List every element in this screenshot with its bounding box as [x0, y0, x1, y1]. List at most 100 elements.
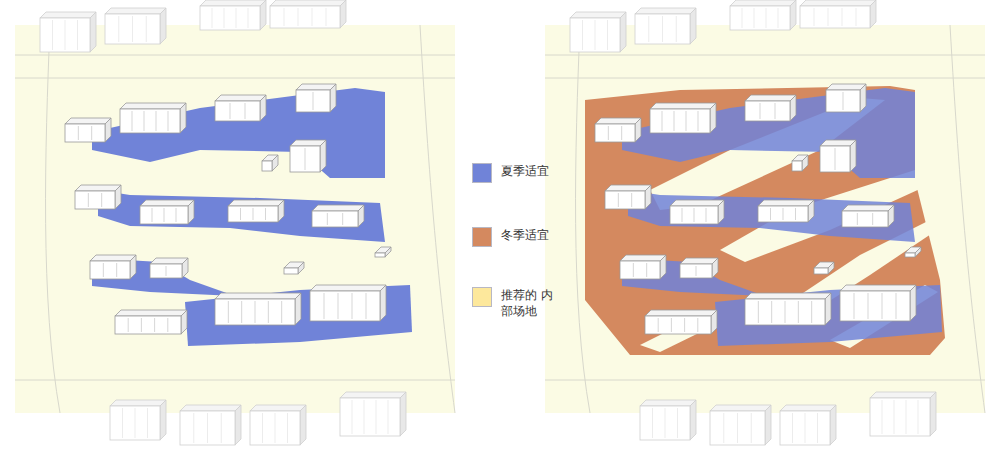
building-side: [160, 400, 166, 440]
building: [310, 291, 380, 321]
building-roof: [780, 405, 836, 411]
building-side: [910, 285, 916, 321]
building-side: [105, 118, 111, 142]
building: [120, 109, 180, 133]
building: [820, 146, 850, 172]
building-line: [141, 318, 142, 332]
building: [780, 411, 830, 445]
building-line: [103, 263, 104, 277]
building-line: [327, 213, 328, 225]
building-roof: [215, 95, 266, 101]
building-side: [620, 12, 626, 52]
building-line: [698, 111, 699, 131]
building-line: [648, 16, 649, 42]
building: [284, 268, 298, 274]
building-roof: [215, 293, 301, 299]
building-side: [930, 392, 936, 436]
building-roof: [758, 200, 814, 206]
building: [635, 14, 690, 44]
building-roof: [312, 205, 364, 211]
building: [200, 6, 260, 30]
building-line: [618, 193, 619, 207]
building-line: [313, 92, 314, 110]
building: [905, 253, 915, 257]
building-line: [152, 208, 153, 222]
building-line: [706, 208, 707, 222]
building-line: [662, 16, 663, 42]
building-line: [684, 318, 685, 332]
building-line: [595, 20, 596, 50]
building-roof: [842, 205, 894, 211]
building-line: [312, 8, 313, 26]
building-line: [128, 318, 129, 332]
building-line: [686, 111, 687, 131]
building: [65, 124, 105, 142]
building-side: [860, 84, 866, 112]
building-line: [132, 16, 133, 42]
building-side: [380, 285, 386, 321]
building-side: [298, 262, 304, 274]
building-line: [785, 301, 786, 323]
building-roof: [800, 0, 876, 6]
building-line: [633, 263, 634, 277]
building-line: [792, 413, 793, 443]
building-roof: [110, 400, 166, 406]
building-line: [262, 413, 263, 443]
building-line: [248, 8, 249, 28]
building-line: [154, 318, 155, 332]
building-roof: [150, 258, 188, 264]
legend-entry: 冬季适宜: [472, 227, 553, 247]
legend-swatch: [472, 227, 492, 247]
building-side: [828, 262, 834, 274]
building-line: [144, 111, 145, 131]
building: [645, 316, 711, 334]
building: [595, 124, 635, 142]
building: [340, 398, 400, 436]
building-line: [694, 208, 695, 222]
road-line: [545, 380, 985, 381]
building-line: [760, 103, 761, 119]
building-roof: [745, 95, 796, 101]
building-line: [811, 301, 812, 323]
building-line: [817, 413, 818, 443]
road-line: [545, 78, 985, 79]
building-roof: [595, 118, 641, 124]
building-line: [676, 16, 677, 42]
building-line: [207, 413, 208, 443]
building-roof: [180, 405, 241, 411]
building-line: [352, 293, 353, 319]
building-line: [723, 413, 724, 443]
building-line: [228, 301, 229, 323]
building-side: [645, 185, 651, 209]
building-side: [160, 8, 166, 44]
building: [792, 161, 802, 171]
building-side: [278, 200, 284, 222]
site-ground: [545, 25, 985, 413]
legend-swatch: [472, 287, 492, 307]
building-line: [868, 293, 869, 319]
building-roof: [310, 285, 386, 291]
building-roof: [270, 0, 346, 6]
building-line: [236, 8, 237, 28]
building-side: [130, 255, 136, 279]
building-line: [275, 413, 276, 443]
building: [140, 206, 188, 224]
building-roof: [870, 392, 936, 398]
summer-zone: [185, 285, 412, 346]
building: [150, 264, 182, 278]
building-line: [646, 263, 647, 277]
building: [800, 6, 870, 28]
building-side: [790, 95, 796, 121]
building-roof: [730, 0, 796, 6]
building-line: [245, 103, 246, 119]
legend-swatch: [472, 163, 492, 183]
building: [640, 406, 690, 440]
building-line: [255, 301, 256, 323]
building-side: [358, 205, 364, 227]
building-line: [352, 400, 353, 434]
building-line: [91, 126, 92, 140]
building-line: [166, 266, 167, 276]
building-line: [737, 413, 738, 443]
